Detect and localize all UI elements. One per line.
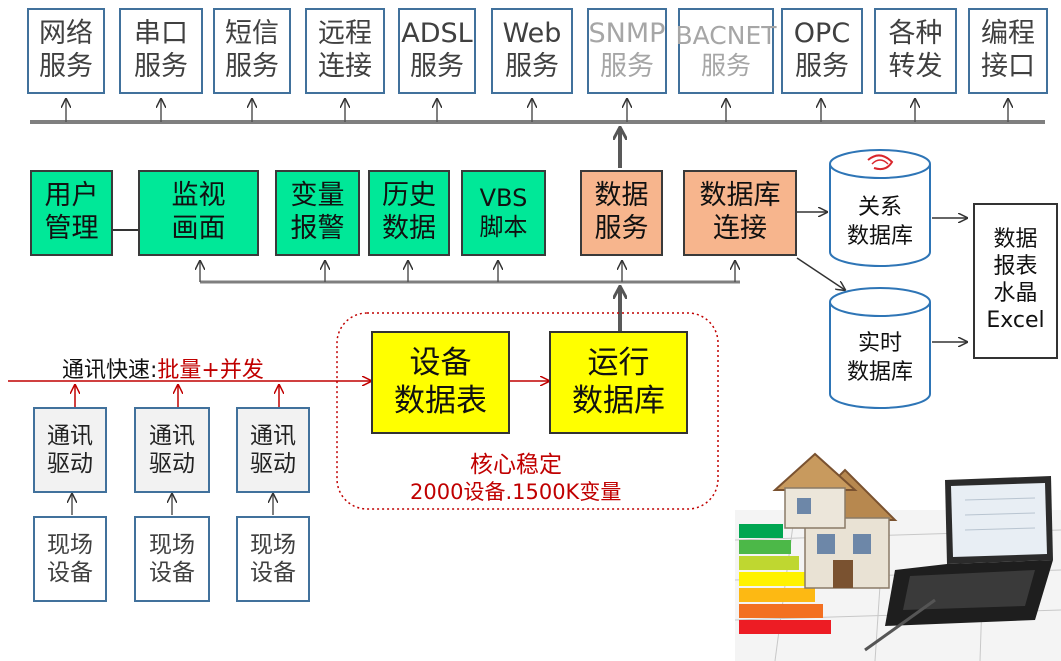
laptop-icon (885, 476, 1053, 626)
comm-label-fast: 通讯快速: (62, 358, 158, 383)
field-device-2: 现场 设备 (134, 516, 210, 602)
service-web: Web 服务 (491, 8, 573, 94)
service-sms: 短信 服务 (213, 8, 291, 94)
relational-db-label: 关系 数据库 (846, 195, 913, 249)
service-forward: 各种 转发 (874, 8, 957, 94)
core-stable-label: 核心稳定 (470, 452, 562, 478)
realtime-db-label: 实时 数据库 (846, 331, 913, 385)
module-db-connection: 数据库 连接 (683, 170, 797, 256)
module-user-management: 用户 管理 (30, 170, 113, 256)
sql-server-icon (867, 154, 894, 171)
cylinder-shape (829, 287, 931, 409)
cylinder-shape (829, 149, 931, 267)
report-output: 数据 报表 水晶 Excel (973, 203, 1058, 359)
service-remote: 远程 连接 (305, 8, 385, 94)
module-monitor-screen: 监视 画面 (138, 170, 259, 256)
comm-driver-3: 通讯 驱动 (236, 407, 310, 493)
service-opc: OPC 服务 (781, 8, 863, 94)
relational-database: 关系 数据库 (828, 148, 932, 268)
service-api: 编程 接口 (968, 8, 1048, 94)
building-energy-illustration (735, 452, 1061, 661)
comm-driver-1: 通讯 驱动 (33, 407, 107, 493)
realtime-database: 实时 数据库 (828, 286, 932, 410)
service-network: 网络 服务 (27, 8, 105, 94)
service-bacnet: BACNET 服务 (675, 8, 777, 94)
comm-label-batch: 批量+并发 (157, 358, 264, 383)
comm-driver-2: 通讯 驱动 (134, 407, 210, 493)
module-variable-alarm: 变量 报警 (275, 170, 360, 256)
field-device-3: 现场 设备 (236, 516, 310, 602)
device-data-table: 设备 数据表 (371, 331, 510, 434)
core-capacity-label: 2000设备.1500K变量 (410, 480, 622, 504)
house-icon (772, 452, 898, 589)
pen-icon (864, 598, 936, 652)
comm-label: 通讯快速:批量+并发 (62, 352, 264, 384)
module-history-data: 历史 数据 (368, 170, 450, 256)
runtime-database: 运行 数据库 (549, 331, 688, 434)
service-serial: 串口 服务 (119, 8, 203, 94)
module-data-service: 数据 服务 (580, 170, 663, 256)
energy-rating-icon (739, 524, 831, 634)
service-adsl: ADSL 服务 (398, 8, 476, 94)
service-snmp: SNMP 服务 (587, 8, 667, 94)
field-device-1: 现场 设备 (33, 516, 107, 602)
module-vbs-script: VBS 脚本 (461, 170, 546, 256)
